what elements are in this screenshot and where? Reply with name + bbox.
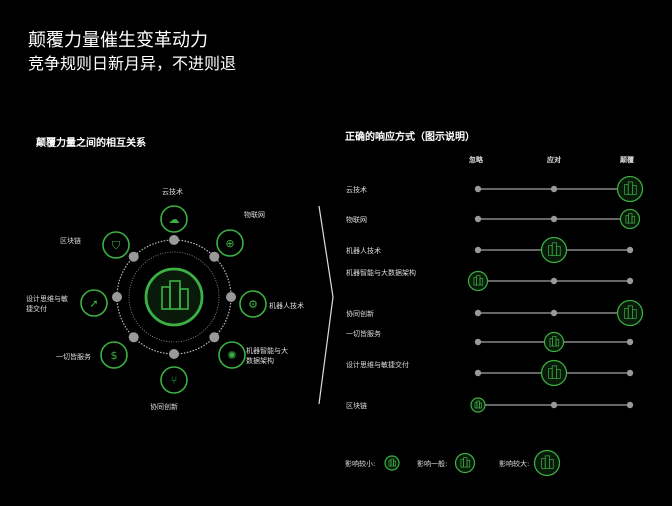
track-node: [550, 401, 558, 409]
legend-building-icon: [454, 452, 476, 474]
chevron-arrow: [318, 205, 334, 405]
force-label: 物联网: [244, 211, 265, 219]
left-heading: 颠覆力量之间的相互关系: [36, 138, 146, 149]
track-node: [626, 246, 634, 254]
ring-node: [128, 332, 139, 343]
column-disrupt: 颠覆: [620, 156, 634, 164]
impact-building-icon: [470, 397, 486, 413]
force-circle: [239, 290, 267, 318]
force-label: 区块链: [60, 237, 81, 245]
ring-node: [169, 349, 179, 359]
impact-building-icon: [543, 331, 565, 353]
row-label: 机器智能与大数据架构: [346, 269, 416, 277]
legend-label: 影响较大:: [499, 460, 530, 468]
ring-node: [226, 292, 236, 302]
impact-building-icon: [540, 359, 568, 387]
ring-node: [169, 235, 179, 245]
subtitle: 竞争规则日新月异，不进则退: [28, 54, 237, 73]
force-label: 机器智能与大数据架构: [246, 347, 288, 365]
center-building-icon: [144, 267, 204, 327]
row-label: 协同创新: [346, 310, 374, 318]
phone-dollar-icon: $: [111, 349, 118, 362]
ring-node: [209, 251, 220, 262]
shield-icon: ⛉: [112, 239, 121, 252]
force-circle: [216, 229, 244, 257]
runner-icon: ➚: [89, 297, 98, 310]
force-label: 设计思维与敏捷交付: [26, 295, 68, 313]
antenna-icon: ⊕: [225, 237, 234, 250]
row-label: 云技术: [346, 186, 367, 194]
legend-building-icon: [384, 455, 400, 471]
inner-ring: [128, 251, 220, 343]
track-node: [474, 246, 482, 254]
track-node: [474, 369, 482, 377]
track-node: [626, 338, 634, 346]
force-label: 机器人技术: [269, 302, 304, 310]
impact-building-icon: [540, 236, 568, 264]
row-label: 物联网: [346, 216, 367, 224]
force-circle: [218, 341, 246, 369]
impact-building-icon: [467, 270, 489, 292]
row-label: 机器人技术: [346, 247, 381, 255]
title: 颠覆力量催生变革动力: [28, 30, 208, 51]
force-label: 云技术: [162, 188, 183, 196]
force-circle: [102, 231, 130, 259]
right-heading: 正确的响应方式（图示说明）: [345, 132, 475, 143]
force-circle: [160, 366, 188, 394]
legend-label: 影响一般:: [417, 460, 448, 468]
legend-building-icon: [533, 449, 561, 477]
impact-building-icon: [616, 175, 644, 203]
legend-label: 影响较小:: [345, 460, 376, 468]
force-circle: [80, 289, 108, 317]
robot-arm-icon: ⚙: [248, 298, 258, 311]
ring-node: [209, 332, 220, 343]
track-node: [474, 185, 482, 193]
track-node: [550, 185, 558, 193]
column-ignore: 忽略: [469, 156, 483, 164]
track-node: [474, 215, 482, 223]
ring-node: [128, 251, 139, 262]
impact-building-icon: [616, 299, 644, 327]
track-node: [626, 277, 634, 285]
row-label: 一切皆服务: [346, 330, 381, 338]
row-label: 区块链: [346, 402, 367, 410]
track-node: [474, 338, 482, 346]
row-label: 设计思维与敏捷交付: [346, 361, 409, 369]
impact-building-icon: [619, 208, 641, 230]
track-node: [626, 401, 634, 409]
ring-node: [112, 292, 122, 302]
circuit-icon: ⑂: [171, 374, 178, 387]
force-label: 一切皆服务: [56, 353, 91, 361]
force-circle: [100, 341, 128, 369]
brain-icon: ✺: [227, 349, 236, 362]
track-node: [550, 277, 558, 285]
cloud-upload-icon: ☁: [169, 213, 180, 226]
force-label: 协同创新: [150, 403, 178, 411]
column-respond: 应对: [547, 156, 561, 164]
track-node: [474, 309, 482, 317]
track-node: [626, 369, 634, 377]
force-circle: [160, 205, 188, 233]
track-node: [550, 309, 558, 317]
track-node: [550, 215, 558, 223]
